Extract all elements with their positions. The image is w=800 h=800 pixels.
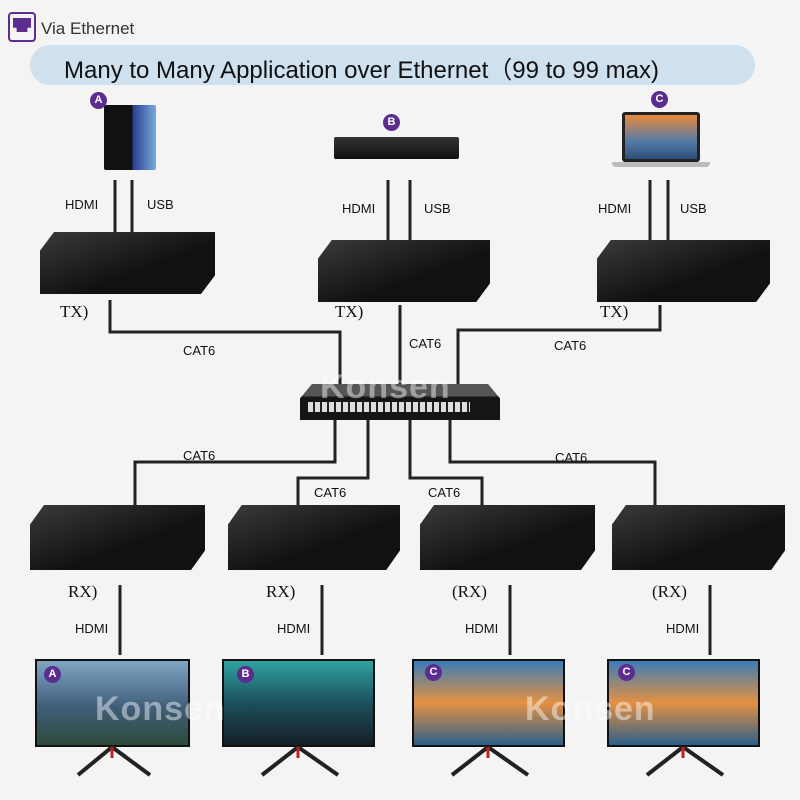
usb-label-a: USB [147,197,174,212]
rx-extender-4 [612,505,785,570]
display-badge-3: C [425,664,442,681]
hdmi-label-b: HDMI [342,201,376,216]
cat6-label-up-3: CAT6 [554,338,587,353]
banner-title: Many to Many Application over Ethernet（9… [64,57,659,84]
source-badge-a: A [90,92,107,109]
laptop-icon [622,112,700,162]
cat6-downlink-1 [133,420,337,510]
rx-extender-1 [30,505,205,570]
cat6-label-down-2: CAT6 [314,485,347,500]
pc-tower-icon [104,105,156,170]
usb-label-c: USB [680,201,707,216]
cat6-uplink-c [456,305,662,385]
cat6-label-up-2: CAT6 [409,336,442,351]
cat6-label-down-4: CAT6 [555,450,588,465]
section-label: Via Ethernet [41,19,135,38]
source-badge-b: B [383,114,400,131]
cat6-downlink-4 [448,420,657,510]
watermark-monitor-3: Konsen [525,690,656,728]
tx-extender-b [318,240,490,302]
banner: Many to Many Application over Ethernet（9… [30,45,755,85]
watermark: Konsen [320,368,451,406]
cat6-downlink-2 [296,420,370,510]
dvd-player-icon [334,137,459,159]
ethernet-icon [8,12,36,42]
tx-extender-c [597,240,770,302]
network-switch [300,384,500,420]
monitor-stand-1 [76,745,152,777]
hdmi-label-c: HDMI [598,201,632,216]
switch-ports [308,402,470,412]
display-badge-4: C [618,664,635,681]
usb-label-b: USB [424,201,451,216]
rx-label-1: RX) [68,582,98,601]
hdmi-label-rx3: HDMI [465,621,499,636]
cat6-label-down-1: CAT6 [183,448,216,463]
monitor-stand-2 [260,745,340,777]
hdmi-label-rx1: HDMI [75,621,109,636]
cat6-label-down-3: CAT6 [428,485,461,500]
laptop-base [612,162,710,167]
tx-label-a: TX) [60,302,89,321]
watermark-monitor-1: Konsen [95,690,226,728]
display-badge-2: B [237,666,254,683]
display-badge-1: A [44,666,61,683]
monitor-stand-3 [450,745,530,777]
monitor-stand-4 [645,745,725,777]
cat6-uplink-a [108,300,342,385]
rx-label-3: (RX) [452,582,487,601]
tx-extender-a [40,232,215,294]
hdmi-label-rx4: HDMI [666,621,700,636]
hdmi-label-rx2: HDMI [277,621,311,636]
cat6-downlink-3 [408,420,484,510]
source-badge-c: C [651,91,668,108]
hdmi-label-a: HDMI [65,197,99,212]
rx-label-4: (RX) [652,582,687,601]
rx-extender-2 [228,505,400,570]
cat6-label-up-1: CAT6 [183,343,216,358]
rx-label-2: RX) [266,582,296,601]
tx-label-c: TX) [600,302,629,321]
tx-label-b: TX) [335,302,364,321]
rx-extender-3 [420,505,595,570]
